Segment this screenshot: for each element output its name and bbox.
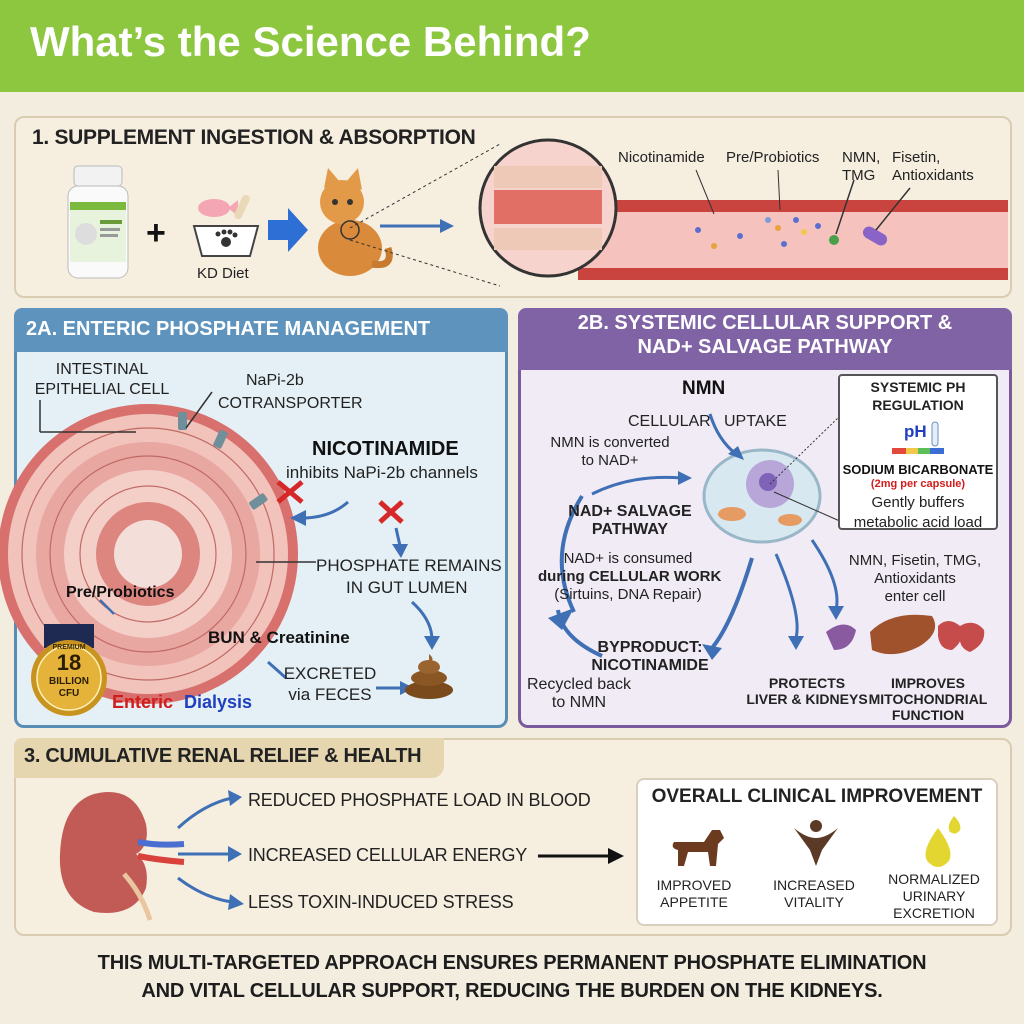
excreted-line2: via FECES: [288, 685, 372, 704]
footer-line1: THIS MULTI-TARGETED APPROACH ENSURES PER…: [97, 952, 927, 974]
label-fisetin: Fisetin,: [892, 149, 941, 166]
urine-drop-icon: [925, 816, 961, 867]
napi-label-line2: COTRANSPORTER: [218, 395, 363, 412]
zoom-lines: [349, 143, 501, 287]
enteric-arrows: [39, 391, 440, 695]
phosphate-remains-line1: PHOSPHATE REMAINS: [316, 556, 502, 575]
outcome-appetite-line2: APPETITE: [660, 894, 728, 910]
label-antioxidants: Antioxidants: [892, 167, 974, 184]
buffers-line2: metabolic acid load: [853, 514, 983, 531]
section1-heading: 1. SUPPLEMENT INGESTION & ABSORPTION: [32, 126, 476, 149]
label-pre-probiotics: Pre/Probiotics: [726, 149, 820, 166]
sodium-bicarbonate: SODIUM BICARBONATE: [842, 462, 994, 477]
footer-line2: AND VITAL CELLULAR SUPPORT, REDUCING THE…: [141, 980, 883, 1002]
kidney-icon: [59, 790, 244, 921]
dog-icon: [672, 830, 724, 866]
protects-line2: LIVER & KIDNEYS: [746, 691, 868, 707]
consumed-line2: during CELLULAR WORK: [538, 568, 722, 585]
outcome-urinary-line2: URINARY: [902, 888, 966, 904]
absorption-arrow-icon: [380, 219, 454, 233]
nicotinamide-title: NICOTINAMIDE: [312, 438, 459, 460]
arrow-right-icon: [268, 208, 308, 252]
salvage-line2: PATHWAY: [591, 521, 669, 538]
byproduct-line2: NICOTINAMIDE: [591, 657, 709, 674]
cat-icon: [318, 168, 393, 276]
enter-cell-line1: NMN, Fisetin, TMG,: [848, 552, 982, 569]
feces-icon: [405, 654, 453, 699]
enter-cell-line2: Antioxidants: [874, 570, 956, 587]
title-banner: [0, 0, 1024, 92]
ph-title-line1: SYSTEMIC PH: [870, 379, 966, 395]
nmn-title: NMN: [682, 378, 726, 399]
section2b-header-bar: [518, 308, 1012, 370]
ph-label: pH: [904, 422, 927, 441]
converted-line2: to NAD+: [581, 452, 639, 469]
section2b-heading-line2: NAD+ SALVAGE PATHWAY: [637, 336, 893, 358]
excreted-line1: EXCRETED: [283, 664, 377, 683]
premium-cfu-badge: [31, 624, 107, 716]
section3-heading: 3. CUMULATIVE RENAL RELIEF & HEALTH: [24, 745, 422, 767]
salvage-line1: NAD+ SALVAGE: [568, 503, 692, 520]
section2a-heading: 2A. ENTERIC PHOSPHATE MANAGEMENT: [26, 318, 431, 340]
improves-line3: FUNCTION: [891, 707, 965, 723]
consumed-line1: NAD+ is consumed: [563, 550, 693, 567]
outcome-urinary-line3: EXCRETION: [893, 905, 975, 921]
cellular-label: CELLULAR: [628, 413, 711, 430]
nad-pathway-diagram: [548, 413, 985, 660]
outcome-appetite-line1: IMPROVED: [656, 877, 732, 893]
buffers-line1: Gently buffers: [871, 494, 965, 511]
outcome-vitality-line2: VITALITY: [784, 894, 844, 910]
protects-line1: PROTECTS: [768, 675, 846, 691]
recycled-line2: to NMN: [551, 694, 607, 711]
converted-line1: NMN is converted: [550, 434, 670, 451]
byproduct-line1: BYPRODUCT:: [597, 639, 703, 656]
bun-creatinine-label: BUN & Creatinine: [208, 628, 350, 647]
improves-line2: MITOCHONDRIAL: [868, 691, 988, 707]
label-nmn: NMN,: [842, 149, 881, 166]
plus-sign: +: [146, 214, 166, 252]
section3-header-bar: [14, 738, 444, 778]
supplement-bottle-icon: [67, 165, 129, 279]
section2b-heading-line1: 2B. SYSTEMIC CELLULAR SUPPORT &: [577, 312, 953, 334]
dialysis-label: Dialysis: [184, 692, 253, 712]
napi-label-line1: NaPi-2b: [246, 372, 304, 389]
clinical-title: OVERALL CLINICAL IMPROVEMENT: [651, 786, 983, 807]
outcome-arrow-icon: [538, 848, 624, 864]
cell-label-line1: INTESTINAL: [55, 361, 149, 378]
benefit-energy: INCREASED CELLULAR ENERGY: [248, 845, 528, 865]
phosphate-remains-line2: IN GUT LUMEN: [346, 578, 468, 597]
badge-premium: PREMIUM: [52, 644, 86, 651]
dose-label: (2mg per capsule): [870, 478, 966, 490]
label-nicotinamide: Nicotinamide: [618, 149, 705, 166]
benefit-toxin: LESS TOXIN-INDUCED STRESS: [248, 892, 514, 912]
blood-vessel-illustration: [478, 138, 1008, 280]
enter-cell-line3: enter cell: [884, 588, 946, 605]
vitality-icon: [794, 820, 838, 866]
food-bowl-icon: [192, 194, 260, 257]
cell-label-line2: EPITHELIAL CELL: [34, 381, 170, 398]
kd-diet-label: KD Diet: [197, 265, 249, 282]
benefit-phosphate: REDUCED PHOSPHATE LOAD IN BLOOD: [248, 790, 591, 810]
badge-number: 18: [56, 650, 82, 675]
enteric-label: Enteric: [112, 692, 174, 712]
inhibits-text: inhibits NaPi-2b channels: [286, 463, 478, 482]
outcome-urinary-line1: NORMALIZED: [888, 871, 980, 887]
section2a-header-bar: [14, 308, 508, 352]
consumed-line3: (Sirtuins, DNA Repair): [554, 586, 702, 603]
outcome-vitality-line1: INCREASED: [773, 877, 855, 893]
ph-scale-icon: [892, 421, 944, 454]
badge-cfu: CFU: [58, 688, 80, 699]
page-title: What’s the Science Behind?: [30, 18, 591, 65]
label-tmg: TMG: [842, 167, 876, 184]
uptake-label: UPTAKE: [724, 413, 787, 430]
ph-title-line2: REGULATION: [872, 397, 964, 413]
recycled-line1: Recycled back: [526, 676, 632, 693]
probiotics-label: Pre/Probiotics: [66, 584, 175, 601]
badge-billion: BILLION: [49, 676, 89, 687]
improves-line1: IMPROVES: [891, 675, 965, 691]
